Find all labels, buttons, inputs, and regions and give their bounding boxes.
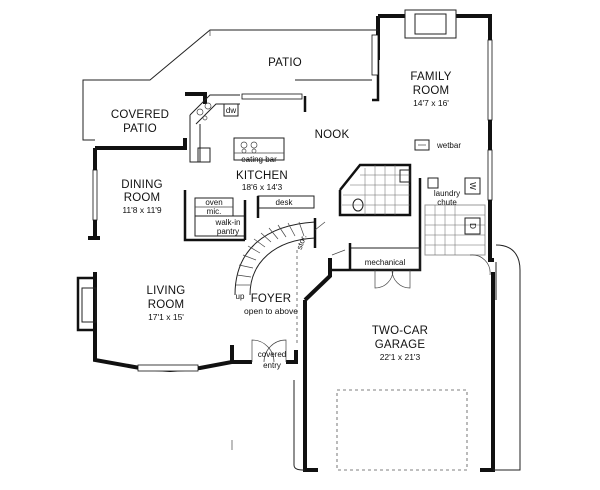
dishwasher-label: dw: [226, 106, 236, 115]
kitchen-dim: 18'6 x 14'3: [242, 182, 283, 192]
mechanical-room: [348, 243, 421, 271]
patio-outline: [82, 29, 378, 141]
living-room-label-2: ROOM: [148, 299, 185, 311]
living-room-label-1: LIVING: [147, 285, 186, 297]
laundry-chute-label-2: chute: [437, 198, 457, 207]
mechanical-label: mechanical: [365, 258, 406, 267]
dining-room-label-1: DINING: [121, 179, 162, 191]
pantry-block: [183, 190, 315, 242]
exterior-walls: [76, 9, 495, 472]
pantry-label-2: pantry: [217, 227, 239, 236]
storage-label: stor.: [295, 233, 309, 250]
garage-dim: 22'1 x 21'3: [380, 352, 421, 362]
fixture-labels: dw eating bar wetbar laundry chute oven …: [205, 106, 477, 370]
dryer-label: D: [468, 223, 477, 229]
covered-patio-label-1: COVERED: [111, 109, 169, 121]
wetbar-label: wetbar: [436, 141, 461, 150]
laundry-chute-label-1: laundry: [434, 189, 460, 198]
patio-label: PATIO: [268, 57, 302, 69]
mic-label: mic.: [207, 207, 222, 216]
pantry-label-1: walk-in: [215, 218, 241, 227]
garage-label-1: TWO-CAR: [372, 325, 428, 337]
kitchen-label: KITCHEN: [236, 170, 288, 182]
washer-label: W: [468, 182, 477, 190]
oven-label: oven: [205, 198, 222, 207]
windows: [92, 34, 493, 372]
living-room-dim: 17'1 x 15': [148, 312, 184, 322]
covered-patio-label-2: PATIO: [123, 123, 157, 135]
family-room-label-1: FAMILY: [410, 71, 451, 83]
room-labels: PATIO FAMILY ROOM 14'7 x 16' COVERED PAT…: [111, 57, 452, 362]
desk-label: desk: [276, 198, 294, 207]
family-room-dim: 14'7 x 16': [413, 98, 449, 108]
garage-label-2: GARAGE: [375, 339, 426, 351]
covered-entry-label-2: entry: [263, 361, 281, 370]
family-room-label-2: ROOM: [413, 85, 450, 97]
foyer-note: open to above: [244, 306, 298, 316]
eating-bar-label: eating bar: [241, 155, 277, 164]
dining-room-label-2: ROOM: [124, 192, 161, 204]
kitchen-counters: [189, 94, 285, 163]
doors: [251, 221, 521, 471]
covered-entry-label-1: covered: [258, 350, 286, 359]
stair-up-label: up: [236, 292, 245, 301]
garage-door-outline: [336, 389, 468, 471]
dining-room-dim: 11'8 x 11'9: [122, 205, 162, 215]
foyer-label: FOYER: [251, 293, 292, 305]
staircase: [234, 218, 317, 345]
laundry-area: [338, 139, 486, 260]
nook-label: NOOK: [315, 129, 350, 141]
